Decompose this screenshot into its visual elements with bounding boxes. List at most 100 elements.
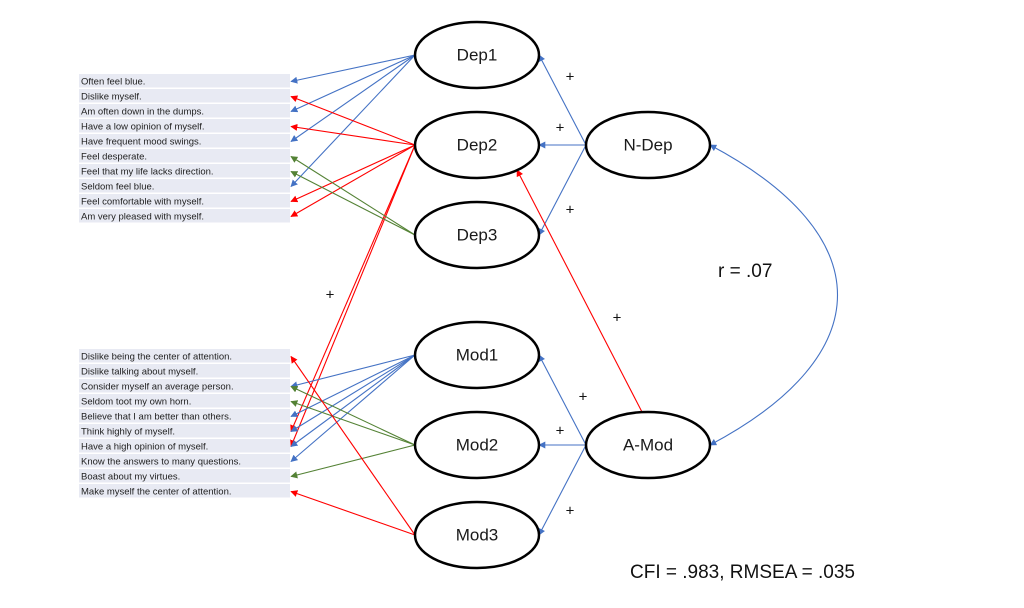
factor-ellipse [413,320,541,390]
item-label: Dislike talking about myself. [81,367,198,378]
item-row: Dislike talking about myself. [79,364,290,378]
item-box [79,379,290,393]
factor-node-mod2: Mod2 [413,410,541,480]
loading-arrow-mod2 [290,400,416,446]
path-sign: + [556,120,565,137]
item-box [79,484,290,498]
factor-ellipse [413,500,541,570]
factor-node-dep3: Dep3 [413,200,541,270]
path-sign: + [566,503,575,520]
path-arrow-amod-dep2 [516,169,643,413]
item-label: Seldom toot my own horn. [81,397,191,408]
item-row: Am very pleased with myself. [79,209,290,223]
loading-arrow-dep1 [290,54,416,113]
item-row: Boast about my virtues. [79,469,290,483]
item-row: Know the answers to many questions. [79,454,290,468]
factor-label: Dep3 [457,226,498,245]
factor-label: N-Dep [623,136,672,155]
item-label: Dislike myself. [81,92,142,103]
loading-arrow-dep2 [290,144,416,217]
factor-ellipse [584,410,712,480]
item-box [79,74,290,88]
item-label: Have a low opinion of myself. [81,122,205,133]
item-row: Think highly of myself. [79,424,290,438]
loading-arrow-dep3 [290,171,416,236]
path-sign: + [556,423,565,440]
item-box [79,364,290,378]
modesty-items: Dislike being the center of attention. Di… [79,349,290,498]
item-box [79,164,290,178]
loading-arrow-dep2 [290,144,416,203]
item-label: Am often down in the dumps. [81,107,204,118]
loading-arrow-mod1 [290,354,416,447]
loading-arrow-dep2 [290,123,416,146]
item-lists: Often feel blue. Dislike myself. Am often … [79,74,290,498]
path-sign: + [566,202,575,219]
item-row: Dislike being the center of attention. [79,349,290,363]
labels: + r = .07 CFI = .983, RMSEA = .035 [326,261,855,583]
item-label: Consider myself an average person. [81,382,234,393]
item-row: Am often down in the dumps. [79,104,290,118]
item-row: Often feel blue. [79,74,290,88]
item-label: Often feel blue. [81,77,145,88]
item-box [79,149,290,163]
item-box [79,439,290,453]
loading-arrow-mod3 [290,355,416,536]
factor-label: A-Mod [623,436,673,455]
loading-arrow-dep1 [290,54,416,142]
factor-node-dep1: Dep1 [413,20,541,90]
path-sign: + [566,69,575,86]
path-sign: + [579,389,588,406]
item-label: Believe that I am better than others. [81,412,232,423]
factor-node-ndep: N-Dep [584,110,712,180]
factor-node-amod: A-Mod [584,410,712,480]
loading-arrow-mod1 [290,354,416,462]
item-row: Believe that I am better than others. [79,409,290,423]
loading-arrow-mod2 [290,444,416,479]
factor-label: Dep2 [457,136,498,155]
loading-arrow-mod2 [290,386,416,446]
item-box [79,89,290,103]
item-row: Feel desperate. [79,149,290,163]
factor-ellipse [413,20,541,90]
item-box [79,349,290,363]
path-arrow-ndep-dep1 [538,54,587,146]
item-row: Feel that my life lacks direction. [79,164,290,178]
path-sign: + [613,310,622,327]
item-box [79,209,290,223]
correlation-arrow [709,144,838,446]
loading-arrow-dep1 [290,54,416,84]
item-box [79,469,290,483]
loading-arrow-dep3 [290,156,416,236]
loading-arrow-dep2 [290,144,416,433]
item-row: Make myself the center of attention. [79,484,290,498]
item-label: Feel comfortable with myself. [81,197,204,208]
factor-label: Mod3 [456,526,499,545]
loading-arrow-mod1 [290,354,416,389]
path-arrow-ndep-dep3 [538,144,587,236]
item-label: Make myself the center of attention. [81,487,232,498]
item-box [79,179,290,193]
factor-label: Mod1 [456,346,499,365]
correlation-label: r = .07 [718,261,772,282]
item-box [79,119,290,133]
item-label: Know the answers to many questions. [81,457,241,468]
item-label: Have frequent mood swings. [81,137,201,148]
item-label: Feel that my life lacks direction. [81,167,214,178]
item-label: Am very pleased with myself. [81,212,204,223]
factor-label: Dep1 [457,46,498,65]
item-row: Consider myself an average person. [79,379,290,393]
item-row: Feel comfortable with myself. [79,194,290,208]
factor-ellipse [413,200,541,270]
path-arrow-amod-mod1 [538,354,587,446]
item-row: Have a low opinion of myself. [79,119,290,133]
loading-arrow-mod1 [290,354,416,417]
item-label: Think highly of myself. [81,427,175,438]
factor-node-dep2: Dep2 [413,110,541,180]
item-box [79,194,290,208]
item-box [79,394,290,408]
factor-ellipse [413,110,541,180]
factor-node-mod3: Mod3 [413,500,541,570]
